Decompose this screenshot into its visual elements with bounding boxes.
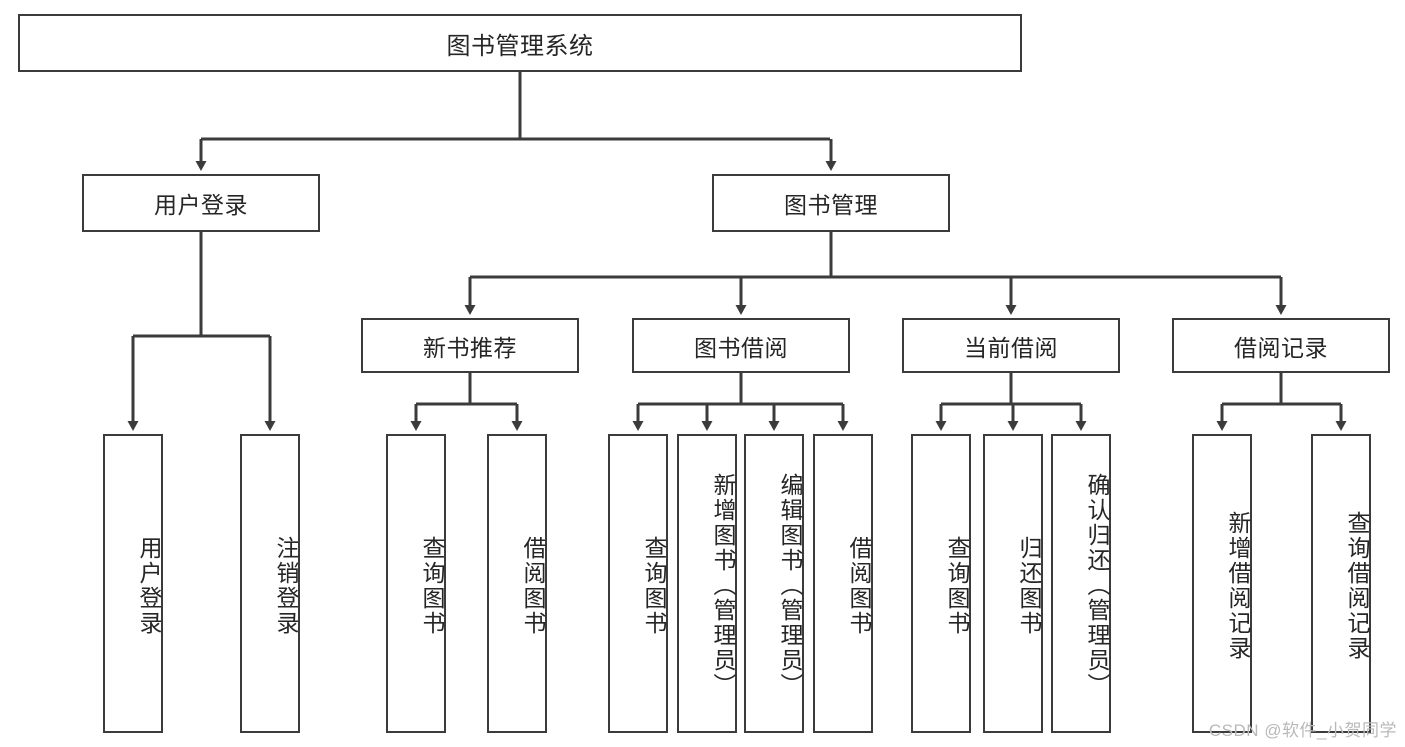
node-label: 用户登录 — [154, 192, 248, 218]
node-label: 借阅图书 — [846, 535, 872, 636]
node-leaf-query-book-borrow[interactable]: 查询图书 — [608, 434, 668, 733]
node-label: 借阅记录 — [1234, 334, 1328, 361]
node-leaf-borrow-book[interactable]: 借阅图书 — [813, 434, 873, 733]
node-leaf-confirm-return-admin[interactable]: 确认归还（管理员） — [1051, 434, 1111, 733]
node-book-management[interactable]: 图书管理 — [712, 174, 950, 232]
node-label: 查询借阅记录 — [1344, 510, 1370, 661]
node-label: 图书借阅 — [694, 334, 788, 361]
node-user-login[interactable]: 用户登录 — [82, 174, 320, 232]
node-label: 确认归还（管理员） — [1084, 473, 1110, 698]
node-label: 查询图书 — [641, 535, 667, 636]
node-leaf-edit-book-admin[interactable]: 编辑图书（管理员） — [744, 434, 804, 733]
node-leaf-query-book-current[interactable]: 查询图书 — [911, 434, 971, 733]
node-root-book-management-system[interactable]: 图书管理系统 — [18, 14, 1022, 72]
node-leaf-query-book-recommend[interactable]: 查询图书 — [386, 434, 446, 733]
node-label: 新增图书（管理员） — [710, 473, 736, 698]
node-label: 新书推荐 — [423, 334, 517, 361]
node-borrow-record[interactable]: 借阅记录 — [1172, 318, 1390, 373]
node-leaf-return-book[interactable]: 归还图书 — [983, 434, 1043, 733]
watermark-text: CSDN @软件_小贺同学 — [1208, 721, 1397, 740]
node-current-borrow[interactable]: 当前借阅 — [902, 318, 1120, 373]
node-new-book-recommend[interactable]: 新书推荐 — [361, 318, 579, 373]
node-label: 图书管理 — [784, 192, 878, 218]
node-label: 查询图书 — [419, 535, 445, 636]
node-leaf-borrow-book-recommend[interactable]: 借阅图书 — [487, 434, 547, 733]
node-label: 图书管理系统 — [446, 32, 594, 60]
node-label: 新增借阅记录 — [1225, 510, 1251, 661]
node-label: 用户登录 — [136, 535, 162, 636]
node-label: 编辑图书（管理员） — [777, 473, 803, 698]
node-leaf-query-borrow-record[interactable]: 查询借阅记录 — [1311, 434, 1371, 733]
node-label: 借阅图书 — [520, 535, 546, 636]
node-leaf-add-book-admin[interactable]: 新增图书（管理员） — [677, 434, 737, 733]
node-book-borrow[interactable]: 图书借阅 — [632, 318, 850, 373]
node-label: 注销登录 — [273, 535, 299, 636]
node-label: 当前借阅 — [964, 334, 1058, 361]
node-leaf-logout[interactable]: 注销登录 — [240, 434, 300, 733]
node-label: 归还图书 — [1016, 535, 1042, 636]
node-leaf-user-login[interactable]: 用户登录 — [103, 434, 163, 733]
node-label: 查询图书 — [944, 535, 970, 636]
node-leaf-add-borrow-record[interactable]: 新增借阅记录 — [1192, 434, 1252, 733]
